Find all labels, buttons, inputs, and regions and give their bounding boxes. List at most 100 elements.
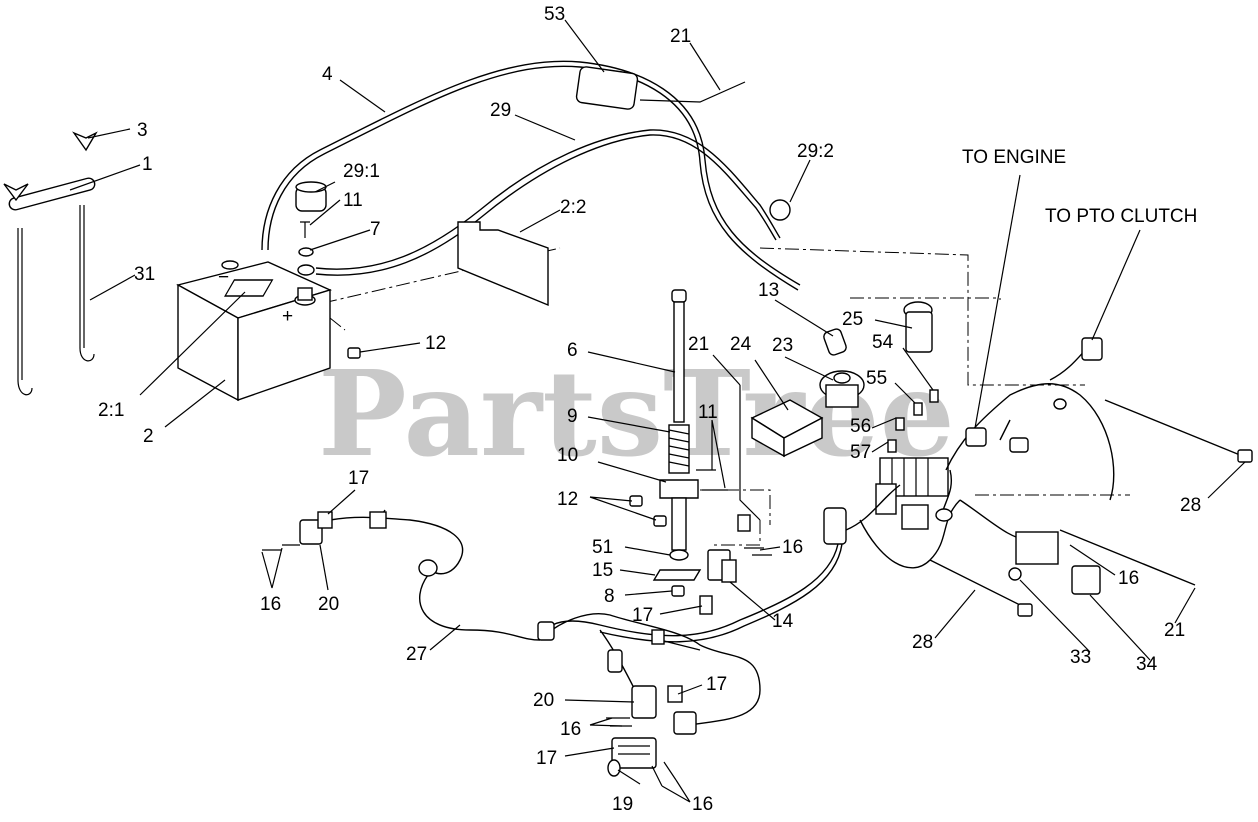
svg-text:−: − xyxy=(218,267,229,288)
insulator-2-2 xyxy=(457,221,549,307)
callout-10: 10 xyxy=(557,445,578,466)
callout-13: 13 xyxy=(758,280,779,301)
callout-3: 3 xyxy=(137,120,148,141)
callout-6: 6 xyxy=(567,340,578,361)
callout-33: 33 xyxy=(1070,647,1091,668)
main-connector xyxy=(823,507,847,545)
battery-hold-down xyxy=(3,131,98,396)
leader-lines xyxy=(69,19,1246,803)
callout-21c: 21 xyxy=(1164,620,1185,641)
ring-terminal xyxy=(935,508,953,522)
switch-25 xyxy=(903,301,933,353)
callout-1: 1 xyxy=(142,154,153,175)
nut-12 xyxy=(347,347,361,359)
callout-7: 7 xyxy=(370,219,381,240)
callout-54: 54 xyxy=(872,332,894,353)
bolt-11 xyxy=(300,221,310,238)
callout-29: 29 xyxy=(490,100,511,121)
callout-25: 25 xyxy=(842,309,863,330)
fuse-block xyxy=(875,457,949,530)
key-13 xyxy=(823,328,847,356)
clip-17 xyxy=(699,595,713,615)
callout-29-1: 29:1 xyxy=(343,161,380,182)
terminal-boot-29-1 xyxy=(295,181,327,212)
plug-28a xyxy=(1237,449,1253,463)
callout-20: 20 xyxy=(318,594,339,615)
callout-16d: 16 xyxy=(560,719,581,740)
callout-11: 11 xyxy=(343,190,363,211)
callout-55: 55 xyxy=(866,368,887,389)
callout-16b: 16 xyxy=(1118,568,1139,589)
bolts-11 xyxy=(696,469,728,491)
switch-harness-27 xyxy=(537,613,761,735)
callout-21b: 21 xyxy=(688,334,709,355)
cable-tie-21 xyxy=(639,81,746,103)
cable-tie-21b xyxy=(739,385,761,521)
callout-16: 16 xyxy=(782,537,803,558)
callout-53: 53 xyxy=(544,4,565,25)
washer-33 xyxy=(1008,567,1022,581)
callout-2: 2 xyxy=(143,426,154,447)
battery-decal-2-1 xyxy=(224,279,274,297)
relay-14 xyxy=(707,514,751,583)
callout-24: 24 xyxy=(730,334,752,355)
callout-51: 51 xyxy=(592,537,613,558)
callout-numbers: 53 21 4 3 29 1 29:1 29:2 11 7 2:2 31 12 … xyxy=(98,4,1201,815)
nuts-12 xyxy=(629,495,667,527)
plate-15 xyxy=(652,569,702,581)
switch-19 xyxy=(607,737,677,787)
bracket-10 xyxy=(659,479,699,551)
plug xyxy=(1009,437,1029,453)
callout-16e: 16 xyxy=(692,794,713,815)
cable-terminal xyxy=(297,264,315,276)
callout-8: 8 xyxy=(604,586,615,607)
callout-17: 17 xyxy=(348,468,369,489)
engine-connector xyxy=(965,427,987,447)
battery-cable-29 xyxy=(315,129,781,276)
to-engine-label: TO ENGINE xyxy=(962,147,1066,168)
washer-7 xyxy=(298,247,314,257)
callout-31: 31 xyxy=(134,264,155,285)
callout-21: 21 xyxy=(670,26,691,47)
callout-28: 28 xyxy=(1180,495,1201,516)
callout-28b: 28 xyxy=(912,632,933,653)
battery-2: − + xyxy=(176,260,332,402)
callout-17d: 17 xyxy=(536,748,557,769)
callout-9: 9 xyxy=(567,406,578,427)
callout-16c: 16 xyxy=(260,594,281,615)
nut-8 xyxy=(671,585,685,597)
switch-harness-left xyxy=(262,509,541,641)
callout-17b: 17 xyxy=(632,605,653,626)
carriage-bolt-6 xyxy=(671,289,687,423)
callout-27: 27 xyxy=(406,644,427,665)
callout-57: 57 xyxy=(850,442,871,463)
callout-2-1: 2:1 xyxy=(98,400,124,421)
callout-4: 4 xyxy=(322,64,333,85)
callout-19: 19 xyxy=(612,794,633,815)
screws-16 xyxy=(744,547,772,556)
battery-cable-4 xyxy=(261,60,801,291)
ring-terminal-b xyxy=(1053,398,1067,410)
callout-29-2: 29:2 xyxy=(797,141,834,162)
callout-56: 56 xyxy=(850,416,871,437)
washer-51 xyxy=(669,549,689,561)
plug-28b xyxy=(1017,603,1033,617)
callout-17c: 17 xyxy=(706,674,727,695)
cable-sleeve-53 xyxy=(575,66,639,110)
terminal-boot-29-2 xyxy=(769,199,791,221)
watermark: PartsTree xyxy=(318,344,955,483)
callout-11b: 11 xyxy=(698,402,718,423)
callout-20b: 20 xyxy=(533,690,554,711)
relay-34 xyxy=(1071,565,1101,595)
fuses xyxy=(887,389,939,453)
callout-12: 12 xyxy=(425,333,446,354)
callout-15: 15 xyxy=(592,560,613,581)
to-pto-clutch-label: TO PTO CLUTCH xyxy=(1045,206,1197,227)
callout-14: 14 xyxy=(772,611,794,632)
hour-meter-24 xyxy=(750,399,824,458)
callout-34: 34 xyxy=(1136,654,1158,675)
svg-text:+: + xyxy=(282,306,293,327)
pto-connector xyxy=(1081,337,1103,361)
callout-12b: 12 xyxy=(557,489,578,510)
